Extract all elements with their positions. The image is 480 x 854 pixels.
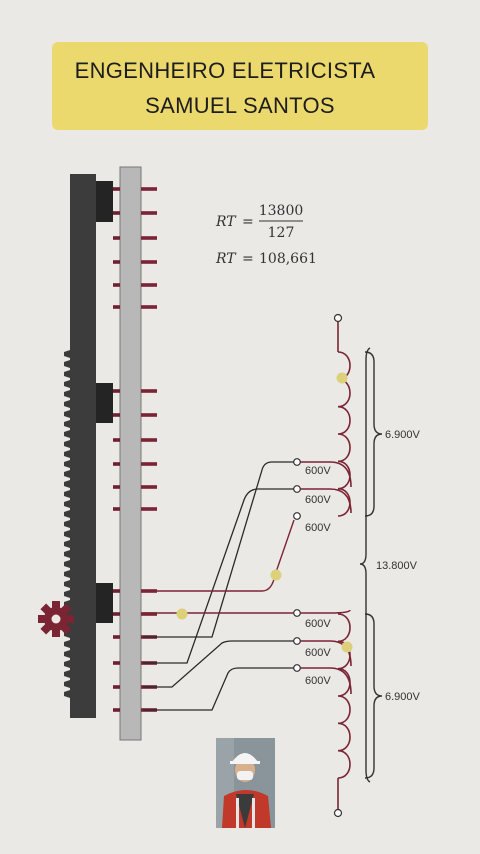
title-line-2: SAMUEL SANTOS — [145, 93, 335, 118]
pin-right-3 — [141, 260, 157, 264]
terminal-bottom — [333, 808, 343, 818]
title-line-1: ENGENHEIRO ELETRICISTA — [74, 58, 376, 83]
gear-tooth-0 — [52, 601, 60, 610]
pin-right-11 — [141, 507, 157, 511]
formula-numerator: 13800 — [259, 203, 304, 219]
rack-bar — [70, 174, 96, 718]
voltage-braces — [359, 347, 383, 783]
contact-dots — [176, 372, 353, 653]
tap-label-6: 600V — [305, 675, 331, 687]
rack-teeth — [64, 350, 70, 698]
pin-left-8 — [113, 438, 120, 442]
pin-left-0 — [113, 187, 120, 191]
tap-label-5: 600V — [305, 647, 331, 659]
pin-left-13 — [113, 612, 120, 616]
gear-tooth-4 — [52, 628, 60, 637]
pin-left-2 — [113, 236, 120, 240]
tap-label-3: 600V — [305, 522, 331, 534]
pin-left-4 — [113, 283, 120, 287]
pin-left-15 — [113, 661, 120, 665]
pin-right-6 — [141, 389, 157, 393]
formula-equals: = — [242, 214, 254, 230]
formula-denominator: 127 — [268, 225, 295, 241]
pin-left-10 — [113, 485, 120, 489]
tap-label-2: 600V — [305, 494, 331, 506]
pin-right-4 — [141, 283, 157, 287]
tap-label-4: 600V — [305, 618, 331, 630]
pin-left-16 — [113, 685, 120, 689]
pin-left-17 — [113, 708, 120, 712]
tap-label-1: 600V — [305, 465, 331, 477]
selector-wires — [143, 461, 294, 711]
contact-bar — [119, 166, 142, 741]
selector-block-2 — [96, 383, 113, 423]
pin-right-5 — [141, 305, 157, 309]
pin-left-14 — [113, 635, 120, 639]
pin-right-10 — [141, 485, 157, 489]
result-lhs: RT — [215, 251, 237, 267]
pin-left-6 — [113, 389, 120, 393]
pin-left-1 — [113, 211, 120, 215]
ratio-formula: RT = 13800 127 RT = 108,661 — [215, 203, 317, 267]
pin-right-1 — [141, 211, 157, 215]
gear-icon — [38, 601, 74, 637]
terminal-top — [333, 313, 343, 323]
pin-left-12 — [113, 589, 120, 593]
pin-right-13 — [141, 612, 157, 616]
result-equals: = — [242, 251, 254, 267]
label-upper-section: 6.900V — [385, 429, 421, 441]
title-banner: ENGENHEIRO ELETRICISTA SAMUEL SANTOS — [52, 42, 428, 130]
pin-left-5 — [113, 305, 120, 309]
pin-left-3 — [113, 260, 120, 264]
tap-terminals — [293, 458, 301, 672]
selector-block-1 — [96, 181, 113, 222]
pin-left-11 — [113, 507, 120, 511]
formula-lhs: RT — [215, 214, 237, 230]
pin-right-7 — [141, 413, 157, 417]
selector-block-3 — [96, 583, 113, 623]
label-total-voltage: 13.800V — [376, 560, 418, 572]
result-value: 108,661 — [259, 251, 317, 267]
pin-right-0 — [141, 187, 157, 191]
pin-right-9 — [141, 462, 157, 466]
pin-left-9 — [113, 462, 120, 466]
label-lower-section: 6.900V — [385, 691, 421, 703]
lower-winding-coil — [337, 613, 351, 779]
active-wires — [143, 519, 295, 614]
pin-right-8 — [141, 438, 157, 442]
engineer-avatar — [216, 738, 275, 828]
pin-right-2 — [141, 236, 157, 240]
pin-left-7 — [113, 413, 120, 417]
